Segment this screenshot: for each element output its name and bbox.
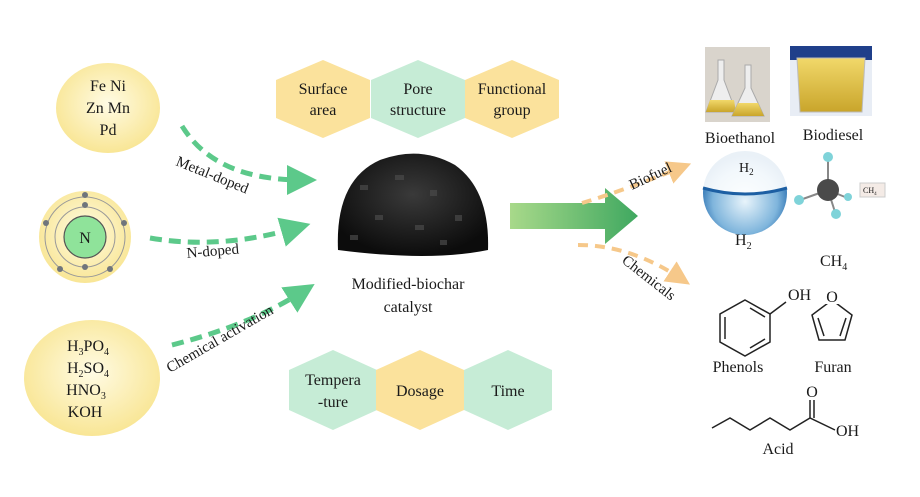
h2-label: H2 (735, 232, 752, 252)
bioethanol-label: Bioethanol (705, 130, 776, 147)
metal-line: Fe Ni (90, 78, 127, 95)
metal-line: Zn Mn (86, 100, 130, 117)
furan-oxygen: O (826, 289, 838, 306)
condition-hex-time: Time (464, 350, 552, 430)
hex-label: -ture (318, 394, 348, 411)
main-conversion-arrow (510, 188, 638, 244)
acid-label: Acid (762, 441, 793, 458)
metal-source-ellipse: Fe Ni Zn Mn Pd (56, 63, 160, 153)
phenol-structure (719, 299, 787, 357)
catalyst-label: catalyst (384, 299, 433, 316)
property-hex-functional-group: Functional group (465, 60, 559, 138)
acid-reagent: KOH (68, 404, 103, 421)
hex-label: Pore (403, 81, 432, 98)
hex-label: Surface (299, 81, 348, 98)
hex-label: area (310, 102, 337, 119)
condition-hex-temperature: Tempera -ture (289, 350, 377, 430)
acid-reagent: H3PO4 (67, 338, 109, 358)
hex-label: Time (491, 383, 524, 400)
acid-oxygen: O (806, 384, 818, 401)
hydrogen-bubble-image: H2 (702, 146, 788, 235)
biodiesel-label: Biodiesel (803, 127, 864, 144)
nitrogen-symbol: N (79, 230, 91, 247)
chemical-activation-label: Chemical activation (164, 302, 277, 376)
hexanoic-acid-structure (711, 400, 836, 431)
methane-molecule-image: CH4 (794, 152, 886, 219)
metal-line: Pd (100, 122, 117, 139)
property-hex-pore-structure: Pore structure (371, 60, 465, 138)
hex-label: structure (390, 102, 446, 119)
catalyst-label: Modified-biochar (352, 276, 466, 293)
hex-label: group (493, 102, 530, 119)
ch4-label: CH4 (820, 253, 847, 273)
bioethanol-image (705, 47, 770, 122)
hex-label: Functional (478, 81, 547, 98)
nitrogen-atom-icon: N (39, 191, 131, 283)
biofuel-label: Biofuel (627, 160, 675, 194)
biofuel-arrow (581, 161, 692, 205)
hex-label: Tempera (305, 372, 361, 389)
furan-label: Furan (814, 359, 851, 376)
condition-hex-dosage: Dosage (376, 350, 464, 430)
acid-oh-label: OH (836, 423, 860, 440)
phenols-label: Phenols (713, 359, 764, 376)
n-doped-arrow (149, 217, 311, 247)
biodiesel-image (790, 46, 872, 116)
n-doped-label: N-doped (186, 241, 240, 262)
property-hex-surface-area: Surface area (276, 60, 370, 138)
acid-reagent: H2SO4 (67, 360, 109, 380)
acid-source-ellipse: H3PO4 H2SO4 HNO3 KOH (24, 320, 160, 436)
ch4-card-text: CH4 (863, 186, 877, 197)
furan-structure (811, 299, 853, 341)
chemicals-arrow (577, 243, 691, 285)
acid-reagent: HNO3 (66, 382, 106, 402)
hex-label: Dosage (396, 383, 444, 400)
biochar-catalyst-image (337, 153, 489, 256)
phenol-oh-label: OH (788, 287, 812, 304)
metal-doped-arrow (179, 124, 317, 195)
